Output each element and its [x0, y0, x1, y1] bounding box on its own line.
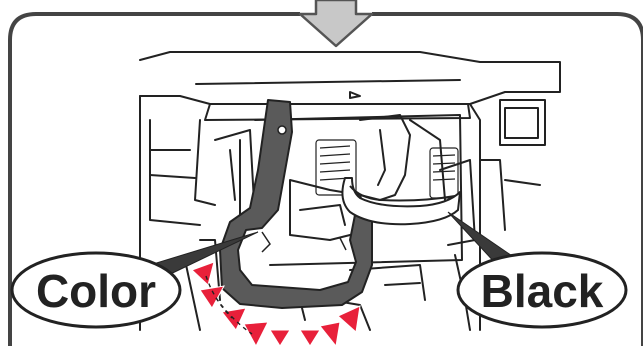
black-lock-lever: [342, 178, 460, 224]
color-label: Color: [36, 265, 156, 317]
black-callout: Black: [458, 253, 626, 327]
contact-pads: [316, 140, 458, 198]
color-callout: Color: [12, 253, 180, 327]
down-arrow-icon: [300, 0, 372, 46]
black-label: Black: [481, 265, 604, 317]
